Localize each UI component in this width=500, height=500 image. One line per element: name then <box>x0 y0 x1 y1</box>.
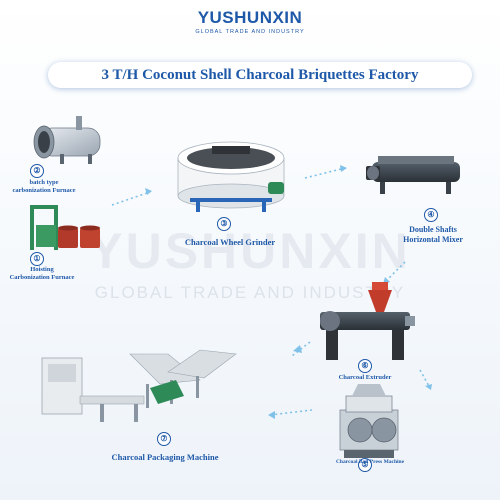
label-horizontal-mixer: Double Shafts Horizontal Mixer <box>378 225 488 245</box>
step-number-2: ② <box>30 164 44 178</box>
step-number-3: ③ <box>217 217 231 231</box>
arrow-5-to-7 <box>269 409 313 416</box>
label-extruder: Charcoal Extruder <box>320 374 410 382</box>
arrow-3-to-4 <box>304 167 346 179</box>
step-number-6: ⑥ <box>358 359 372 373</box>
arrow-6-to-5 <box>419 369 431 389</box>
arrow-head-6 <box>293 345 302 353</box>
brand-logo: YUSHUNXIN GLOBAL TRADE AND INDUSTRY <box>0 8 500 35</box>
arrow-6-to-7 <box>291 341 311 357</box>
flow-arrows <box>111 167 431 416</box>
watermark-main: YUSHUNXIN <box>89 223 411 279</box>
title-banner: 3 T/H Coconut Shell Charcoal Briquettes … <box>48 62 472 88</box>
watermark-sub: GLOBAL TRADE AND INDUSTRY <box>94 283 406 302</box>
extruder-machine <box>320 282 415 360</box>
label-hoisting-furnace-line1: Hoisting <box>30 266 54 273</box>
step-number-5: ⑤ <box>358 458 372 472</box>
label-horizontal-mixer-line1: Double Shafts <box>409 225 457 234</box>
arrow-head-1 <box>145 188 152 195</box>
horizontal-mixer-machine <box>366 156 460 194</box>
label-wheel-grinder: Charcoal Wheel Grinder <box>165 237 295 247</box>
step-number-7: ⑦ <box>157 432 171 446</box>
label-horizontal-mixer-line2: Horizontal Mixer <box>403 235 463 244</box>
label-extruder-line1: Charcoal Extruder <box>338 374 392 381</box>
arrow-head-2 <box>340 165 347 172</box>
wheel-grinder-machine <box>177 141 285 212</box>
arrow-head-5 <box>268 411 275 419</box>
brand-name: YUSHUNXIN <box>197 8 303 27</box>
label-hoisting-furnace-line2: Carbonization Furnace <box>9 274 75 281</box>
label-wheel-grinder-line1: Charcoal Wheel Grinder <box>184 237 276 247</box>
batch-furnace-machine <box>33 116 101 164</box>
hoisting-furnace-machine <box>30 205 100 250</box>
brand-tagline: GLOBAL TRADE AND INDUSTRY <box>195 29 305 35</box>
arrow-heads <box>145 165 432 419</box>
packaging-line-machine <box>41 349 237 422</box>
label-ball-press: Charcoal Ball Press Machine <box>310 458 430 466</box>
label-hoisting-furnace: Hoisting Carbonization Furnace <box>2 266 82 282</box>
arrow-4-to-6 <box>384 261 406 283</box>
label-packaging-line1: Charcoal Packaging Machine <box>111 452 219 462</box>
arrow-head-4 <box>425 384 432 390</box>
label-batch-furnace-line2: carbonization Furnace <box>12 187 76 194</box>
arrow-1-to-3 <box>111 191 151 206</box>
step-number-1: ① <box>30 252 44 266</box>
step-number-4: ④ <box>424 208 438 222</box>
label-batch-furnace: batch type carbonization Furnace <box>4 179 84 195</box>
label-packaging: Charcoal Packaging Machine <box>90 452 240 462</box>
label-ball-press-line1: Charcoal Ball Press Machine <box>335 459 405 465</box>
page-title: 3 T/H Coconut Shell Charcoal Briquettes … <box>101 67 419 83</box>
label-batch-furnace-line1: batch type <box>29 179 59 186</box>
ball-press-machine <box>339 384 399 458</box>
